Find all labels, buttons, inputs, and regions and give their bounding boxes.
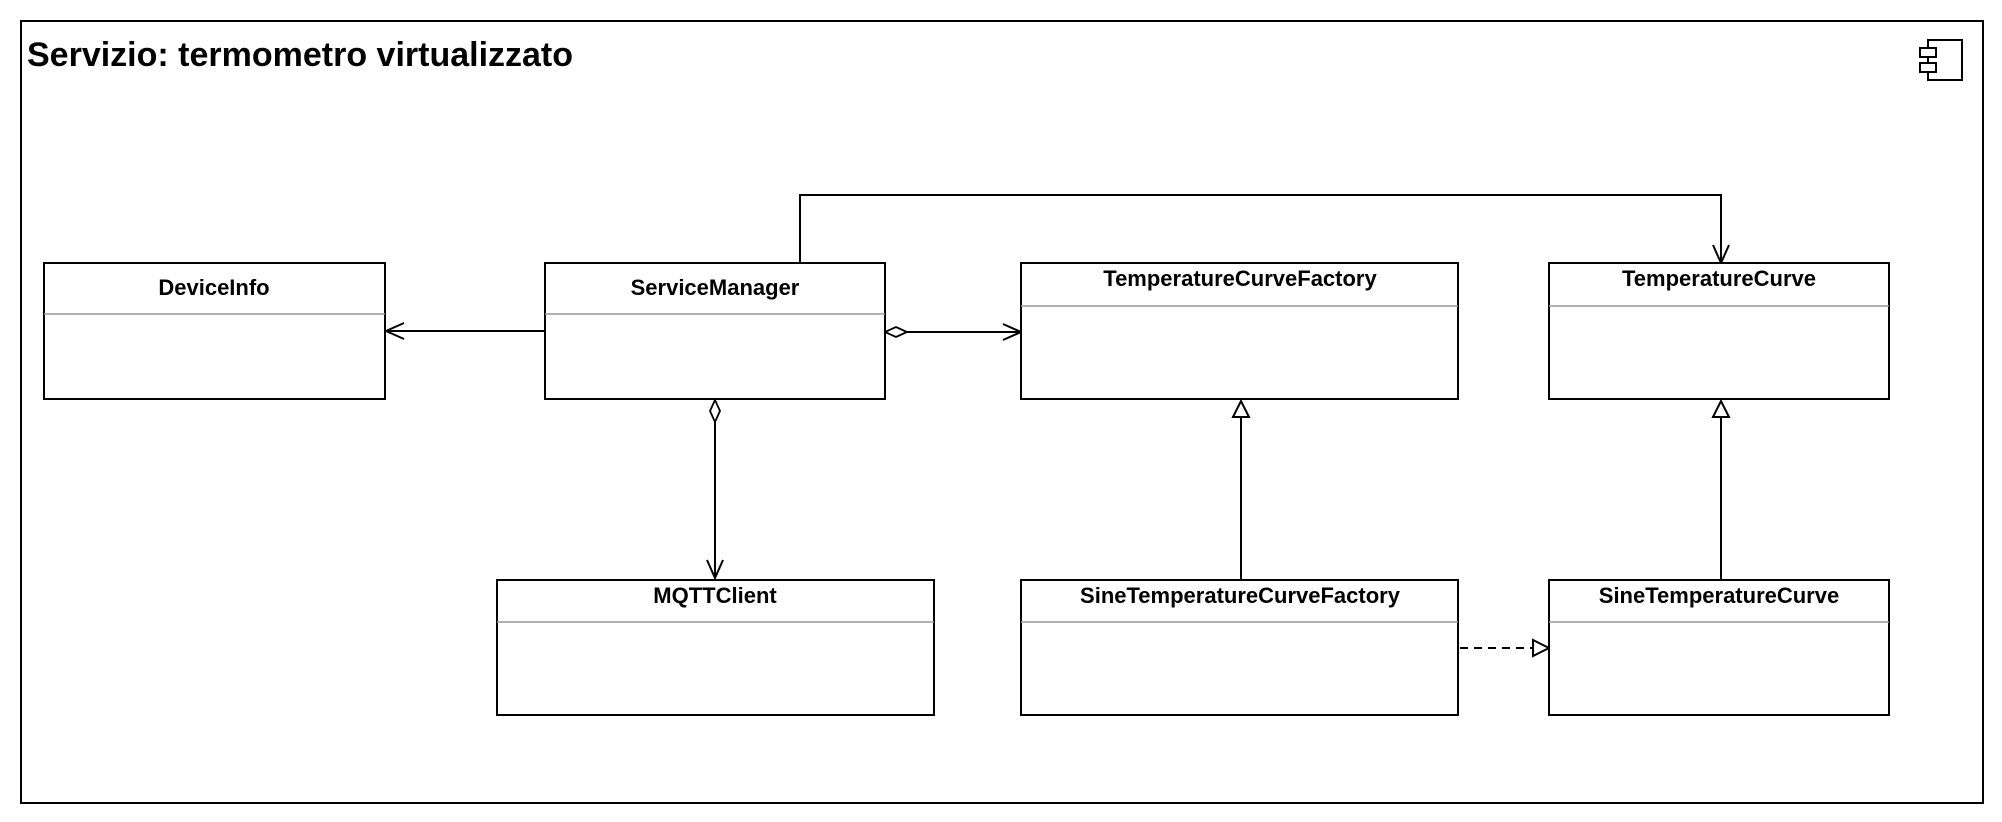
component-icon <box>1919 39 1963 81</box>
class-name: DeviceInfo <box>158 275 269 300</box>
class-name: SineTemperatureCurve <box>1599 583 1839 608</box>
class-temperaturecurve[interactable]: TemperatureCurve <box>1548 262 1890 400</box>
class-name: TemperatureCurve <box>1622 266 1816 291</box>
class-sinetemperaturecurvefactory[interactable]: SineTemperatureCurveFactory <box>1020 579 1459 716</box>
diamond-servicemanager-mqttclient <box>709 397 721 425</box>
class-deviceinfo[interactable]: DeviceInfo <box>43 262 386 400</box>
association-servicemanager-temperaturecurve <box>799 194 1721 263</box>
class-temperaturecurvefactory[interactable]: TemperatureCurveFactory <box>1020 262 1459 400</box>
class-servicemanager[interactable]: ServiceManager <box>544 262 886 400</box>
class-name: TemperatureCurveFactory <box>1103 266 1377 291</box>
relations <box>386 194 1721 648</box>
class-sinetemperaturecurve[interactable]: SineTemperatureCurve <box>1548 579 1890 716</box>
class-name: SineTemperatureCurveFactory <box>1080 583 1401 608</box>
class-name: ServiceManager <box>631 275 800 300</box>
frame-title: Servizio: termometro virtualizzato <box>27 36 573 74</box>
class-name: MQTTClient <box>653 583 777 608</box>
class-mqttclient[interactable]: MQTTClient <box>496 579 935 716</box>
